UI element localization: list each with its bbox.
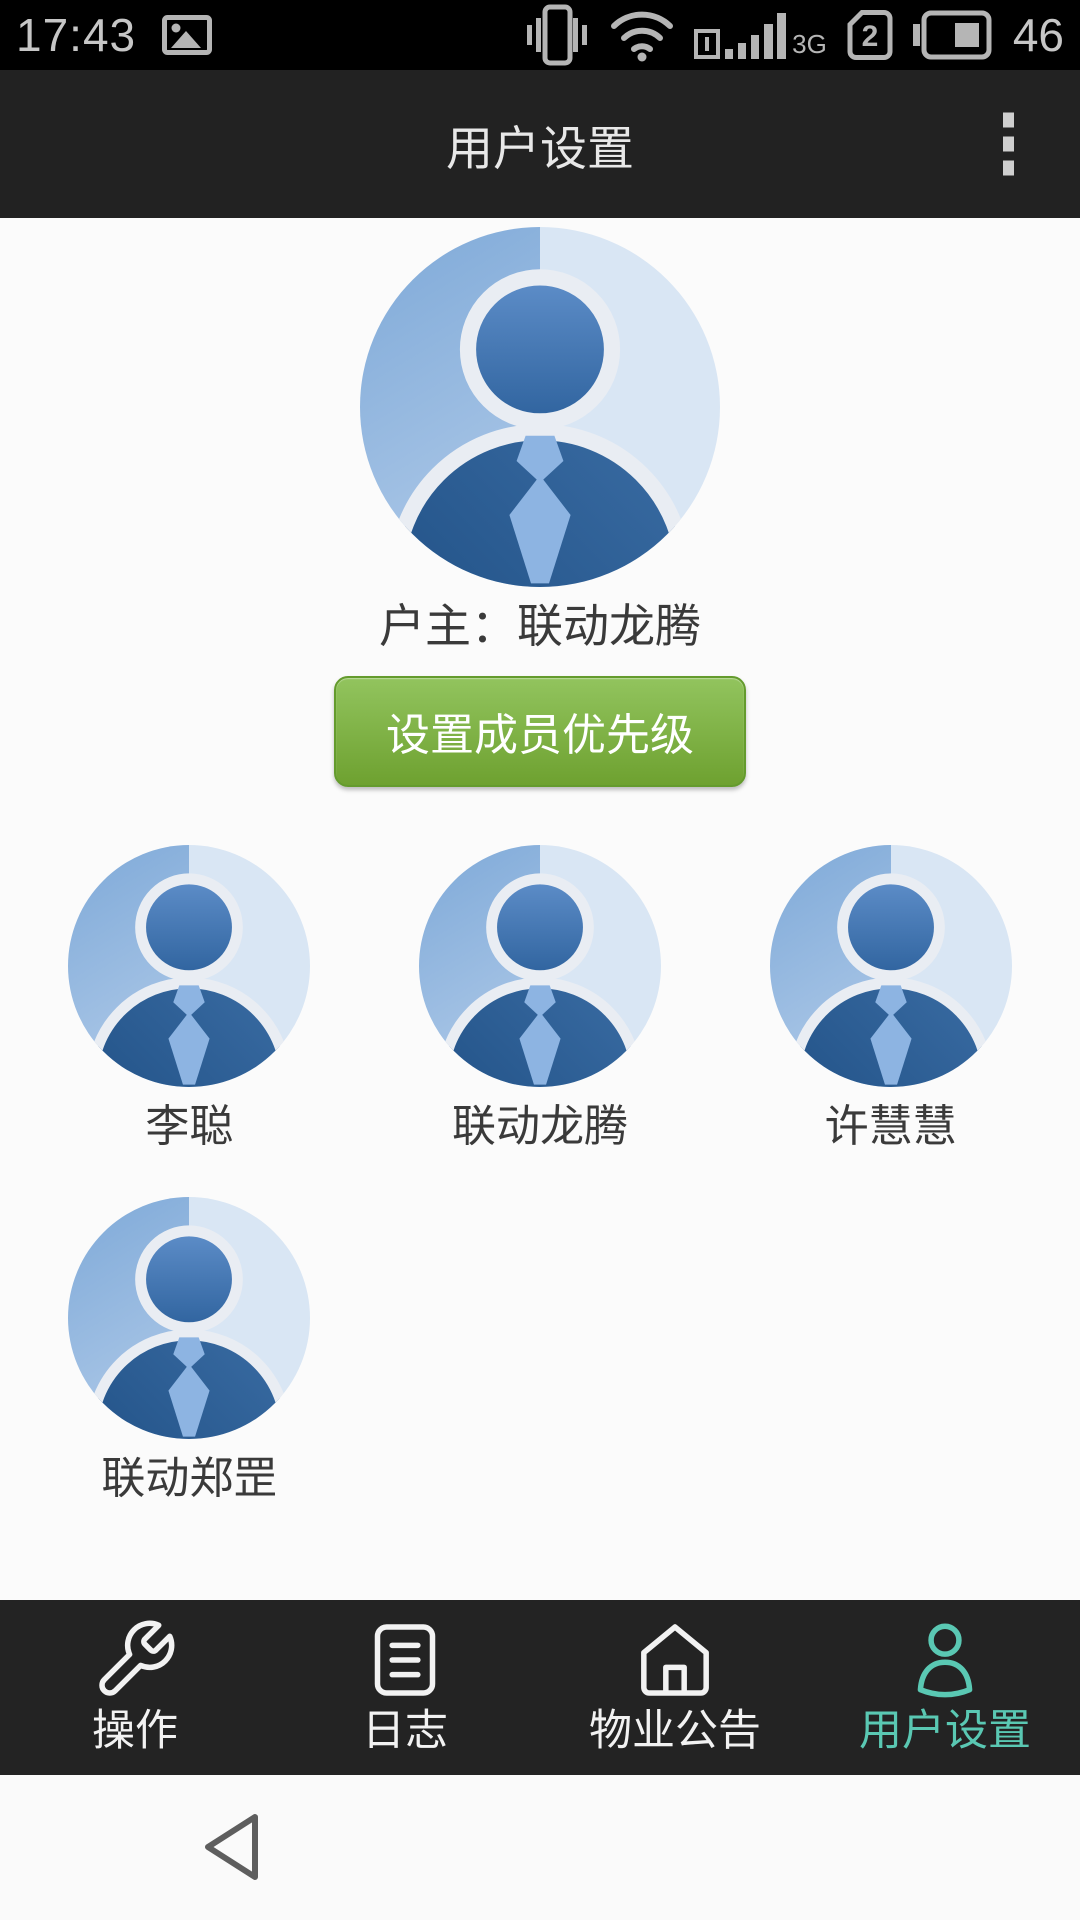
member-grid: 李聪 联动龙腾 许慧慧 联动郑罡: [0, 845, 1080, 1504]
tab-label: 用户设置: [859, 1707, 1031, 1755]
wifi-icon: [611, 11, 674, 62]
system-nav-bar: [0, 1775, 1080, 1920]
wrench-icon: [99, 1620, 175, 1696]
overflow-menu-icon[interactable]: [995, 105, 1022, 184]
tab-operations[interactable]: 操作: [0, 1600, 270, 1775]
sim1-signal-cluster: 3G: [694, 11, 827, 59]
tab-label: 物业公告: [589, 1707, 761, 1755]
sim1-signal-icon: [694, 29, 721, 59]
member-name: 联动郑罡: [101, 1453, 278, 1503]
tab-property-notice[interactable]: 物业公告: [540, 1600, 810, 1775]
page-title: 用户设置: [446, 121, 634, 175]
app-bar: 用户设置: [0, 70, 1080, 218]
battery-icon: [912, 10, 992, 60]
user-settings-content: 户主：联动龙腾 设置成员优先级 李聪 联动龙腾 许慧慧 联动郑罡: [0, 218, 1080, 1600]
clock: 17:43: [16, 9, 137, 61]
owner-avatar[interactable]: [360, 227, 720, 587]
member-item[interactable]: 联动龙腾: [419, 845, 661, 1151]
set-member-priority-button[interactable]: 设置成员优先级: [334, 675, 746, 787]
member-item[interactable]: 许慧慧: [770, 845, 1012, 1151]
owner-label: 户主：联动龙腾: [379, 600, 701, 652]
member-name: 许慧慧: [824, 1101, 957, 1151]
tab-user-settings[interactable]: 用户设置: [810, 1600, 1080, 1775]
member-avatar[interactable]: [68, 1197, 310, 1439]
overflow-dot: [1003, 136, 1014, 152]
status-bar-left: 17:43: [16, 9, 213, 61]
overflow-dot: [1003, 112, 1014, 128]
bottom-tab-bar: 操作 日志 物业公告 用户设置: [0, 1600, 1080, 1775]
network-type-label: 3G: [792, 29, 827, 59]
back-triangle-icon[interactable]: [200, 1812, 262, 1882]
status-bar-right: 3G 2 46: [524, 4, 1064, 66]
battery-percent: 46: [1012, 9, 1064, 61]
home-icon: [641, 1624, 709, 1696]
member-name: 李聪: [145, 1101, 234, 1151]
log-document-icon: [374, 1624, 436, 1696]
signal-bars-icon: [725, 13, 787, 59]
tab-log[interactable]: 日志: [270, 1600, 540, 1775]
tab-label: 操作: [92, 1707, 178, 1755]
member-name: 联动龙腾: [451, 1101, 628, 1151]
overflow-dot: [1003, 160, 1014, 176]
sim2-number: 2: [861, 20, 878, 53]
tab-label: 日志: [362, 1707, 448, 1755]
sim-card-icon: 2: [847, 10, 893, 60]
member-avatar[interactable]: [419, 845, 661, 1087]
person-icon: [917, 1623, 973, 1698]
member-avatar[interactable]: [68, 845, 310, 1087]
status-bar: 17:43: [0, 0, 1080, 70]
gallery-icon: [162, 15, 213, 55]
member-item[interactable]: 李聪: [68, 845, 310, 1151]
member-item[interactable]: 联动郑罡: [68, 1197, 310, 1503]
vibrate-icon: [527, 4, 588, 66]
member-avatar[interactable]: [770, 845, 1012, 1087]
